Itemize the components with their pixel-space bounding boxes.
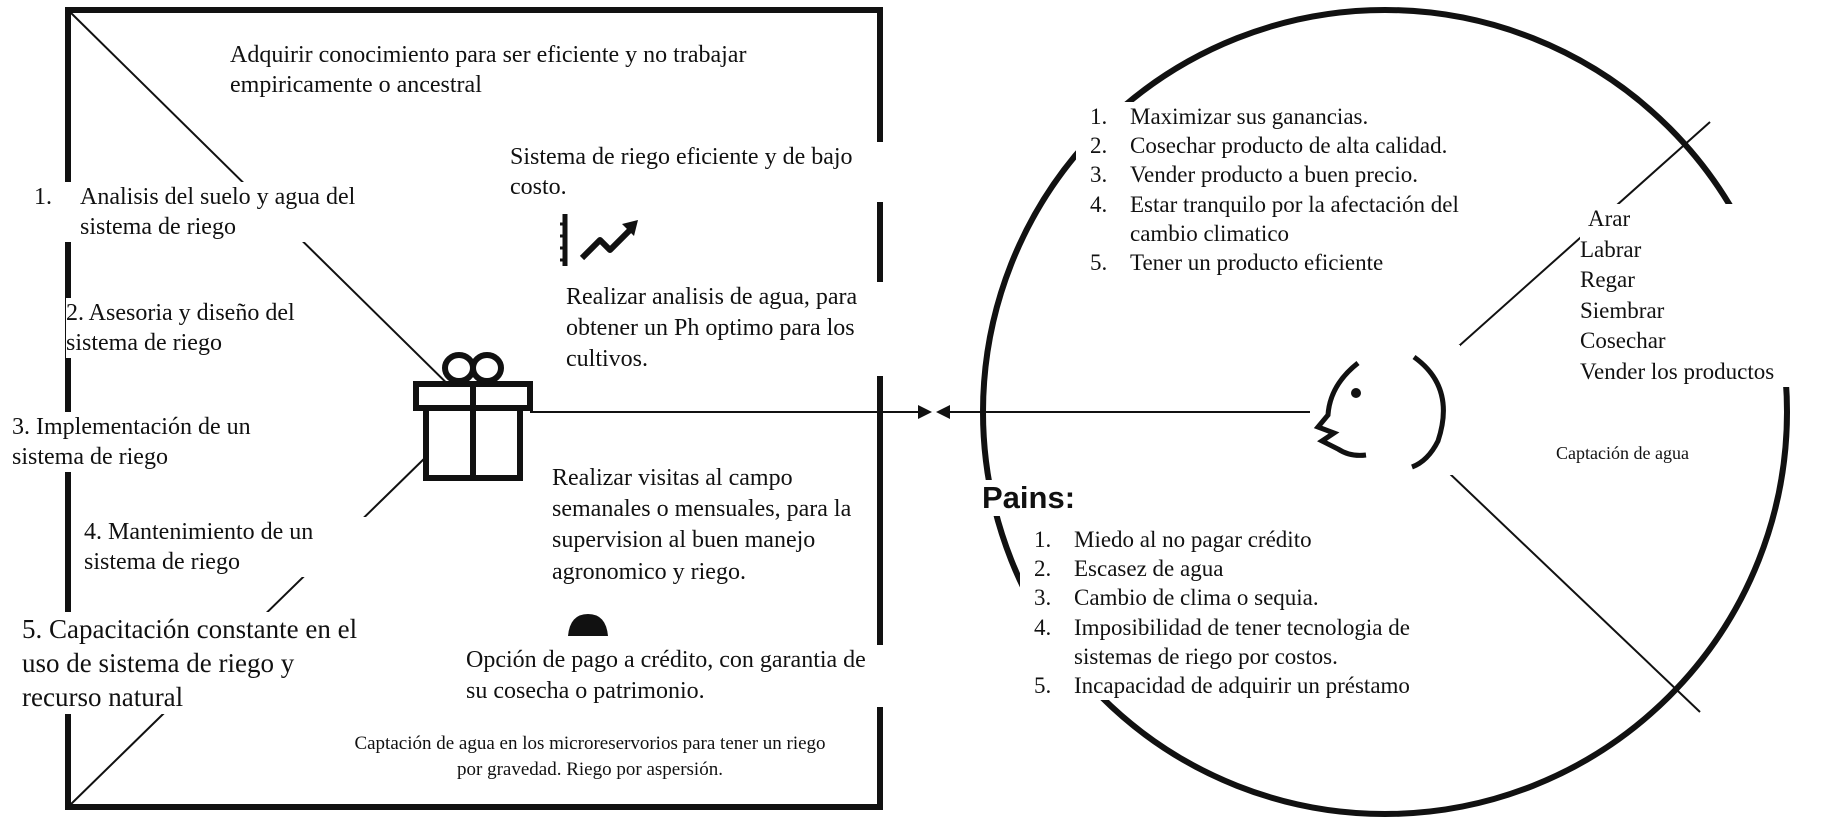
product-item-1-text: Analisis del suelo y agua del sistema de… xyxy=(80,184,356,240)
job-item: Vender los productos xyxy=(1580,358,1775,384)
gain-item: 2.Cosechar producto de alta calidad. xyxy=(1090,133,1448,159)
pain-item: 2.Escasez de agua xyxy=(1034,556,1224,582)
pain-item: 1.Miedo al no pagar crédito xyxy=(1034,527,1312,552)
product-item-4: 4. Mantenimiento de un sistema de riego xyxy=(84,517,374,577)
gain-creator-analisis-agua: Realizar analisis de agua, para obtener … xyxy=(566,282,906,376)
customer-jobs-list: Arar Labrar Regar Siembrar Cosechar Vend… xyxy=(1580,204,1820,388)
product-item-5: 5. Capacitación constante en el uso de s… xyxy=(22,612,372,715)
job-captacion-agua: Captación de agua xyxy=(1556,442,1766,465)
job-item: Arar xyxy=(1588,206,1631,231)
job-item: Siembrar xyxy=(1580,297,1665,323)
arrow-left-head xyxy=(936,405,950,419)
product-item-2: 2. Asesoria y diseño del sistema de rieg… xyxy=(66,298,356,358)
gain-creator-captacion: Captación de agua en los microreservorio… xyxy=(340,731,840,783)
job-item: Labrar xyxy=(1580,236,1642,262)
pain-item: 4.Imposibilidad de tener tecnologia de s… xyxy=(1034,614,1410,669)
gain-creator-visitas: Realizar visitas al campo semanales o me… xyxy=(552,463,872,588)
arrow-right-head xyxy=(918,405,932,419)
square-diagonal-bottom xyxy=(67,409,475,808)
gain-item: 3.Vender producto a buen precio. xyxy=(1090,162,1419,188)
customer-face-icon xyxy=(1310,345,1460,475)
gain-item: 4.Estar tranquilo por la afectación del … xyxy=(1090,191,1459,246)
value-map-square xyxy=(65,7,883,810)
product-item-3: 3. Implementación de un sistema de riego xyxy=(12,412,312,472)
partial-icon xyxy=(568,614,608,636)
gain-creator-conocimiento: Adquirir conocimiento para ser eficiente… xyxy=(230,40,850,100)
gain-creator-riego-eficiente: Sistema de riego eficiente y de bajo cos… xyxy=(510,142,900,202)
product-item-1-number: 1. xyxy=(34,184,52,210)
gain-creator-credito: Opción de pago a crédito, con garantia d… xyxy=(466,645,886,708)
pain-item: 5.Incapacidad de adquirir un préstamo xyxy=(1034,673,1410,699)
job-item: Cosechar xyxy=(1580,328,1666,354)
pains-list: 1.Miedo al no pagar crédito 2.Escasez de… xyxy=(1020,525,1450,701)
gain-item: 1.Maximizar sus ganancias. xyxy=(1090,104,1369,129)
trend-chart-icon xyxy=(560,214,638,266)
gain-item: 5.Tener un producto eficiente xyxy=(1090,250,1384,276)
gift-icon xyxy=(413,352,533,481)
pain-item: 3.Cambio de clima o sequia. xyxy=(1034,585,1319,611)
job-item: Regar xyxy=(1580,267,1635,293)
product-item-1: 1. Analisis del suelo y agua del sistema… xyxy=(26,182,366,242)
gains-list: 1.Maximizar sus ganancias. 2.Cosechar pr… xyxy=(1076,102,1486,278)
pains-heading: Pains: xyxy=(982,480,1076,516)
